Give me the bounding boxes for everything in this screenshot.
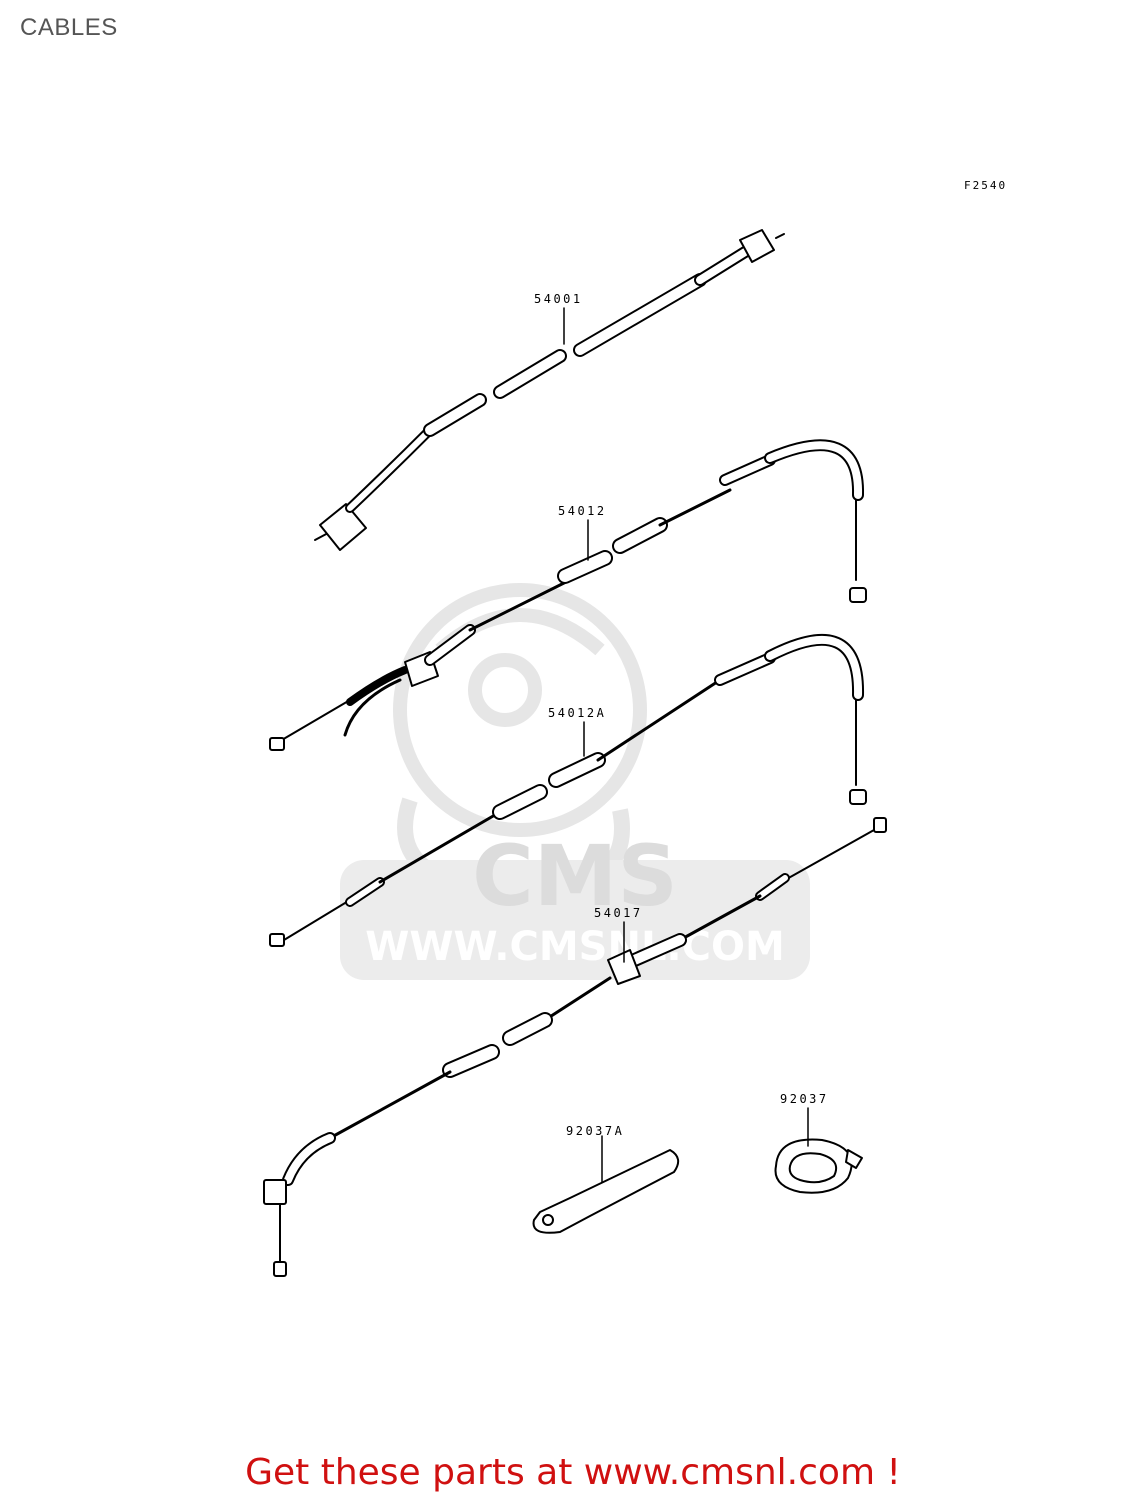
part-label-54001: 54001: [534, 292, 583, 306]
cms-watermark-logo: CMS WWW.CMSNL.COM: [340, 583, 810, 980]
cable-54012-drawing: [269, 439, 867, 751]
clamp-92037-drawing: [774, 1138, 863, 1194]
footer-parts-link[interactable]: Get these parts at www.cmsnl.com !: [245, 1452, 901, 1493]
svg-text:WWW.CMSNL.COM: WWW.CMSNL.COM: [365, 924, 785, 970]
part-label-92037: 92037: [780, 1092, 829, 1106]
part-label-92037a: 92037A: [566, 1124, 625, 1138]
svg-text:CMS: CMS: [472, 827, 678, 925]
cable-54017-drawing: [263, 817, 887, 1277]
page-title: CABLES: [20, 14, 118, 41]
part-label-54012: 54012: [558, 504, 607, 518]
cable-54001-drawing: [314, 229, 785, 551]
clamp-92037a-drawing: [532, 1149, 680, 1234]
part-label-54017: 54017: [594, 906, 643, 920]
part-label-54012a: 54012A: [548, 706, 607, 720]
cable-54012a-drawing: [269, 633, 867, 947]
figure-code: F2540: [964, 179, 1008, 192]
